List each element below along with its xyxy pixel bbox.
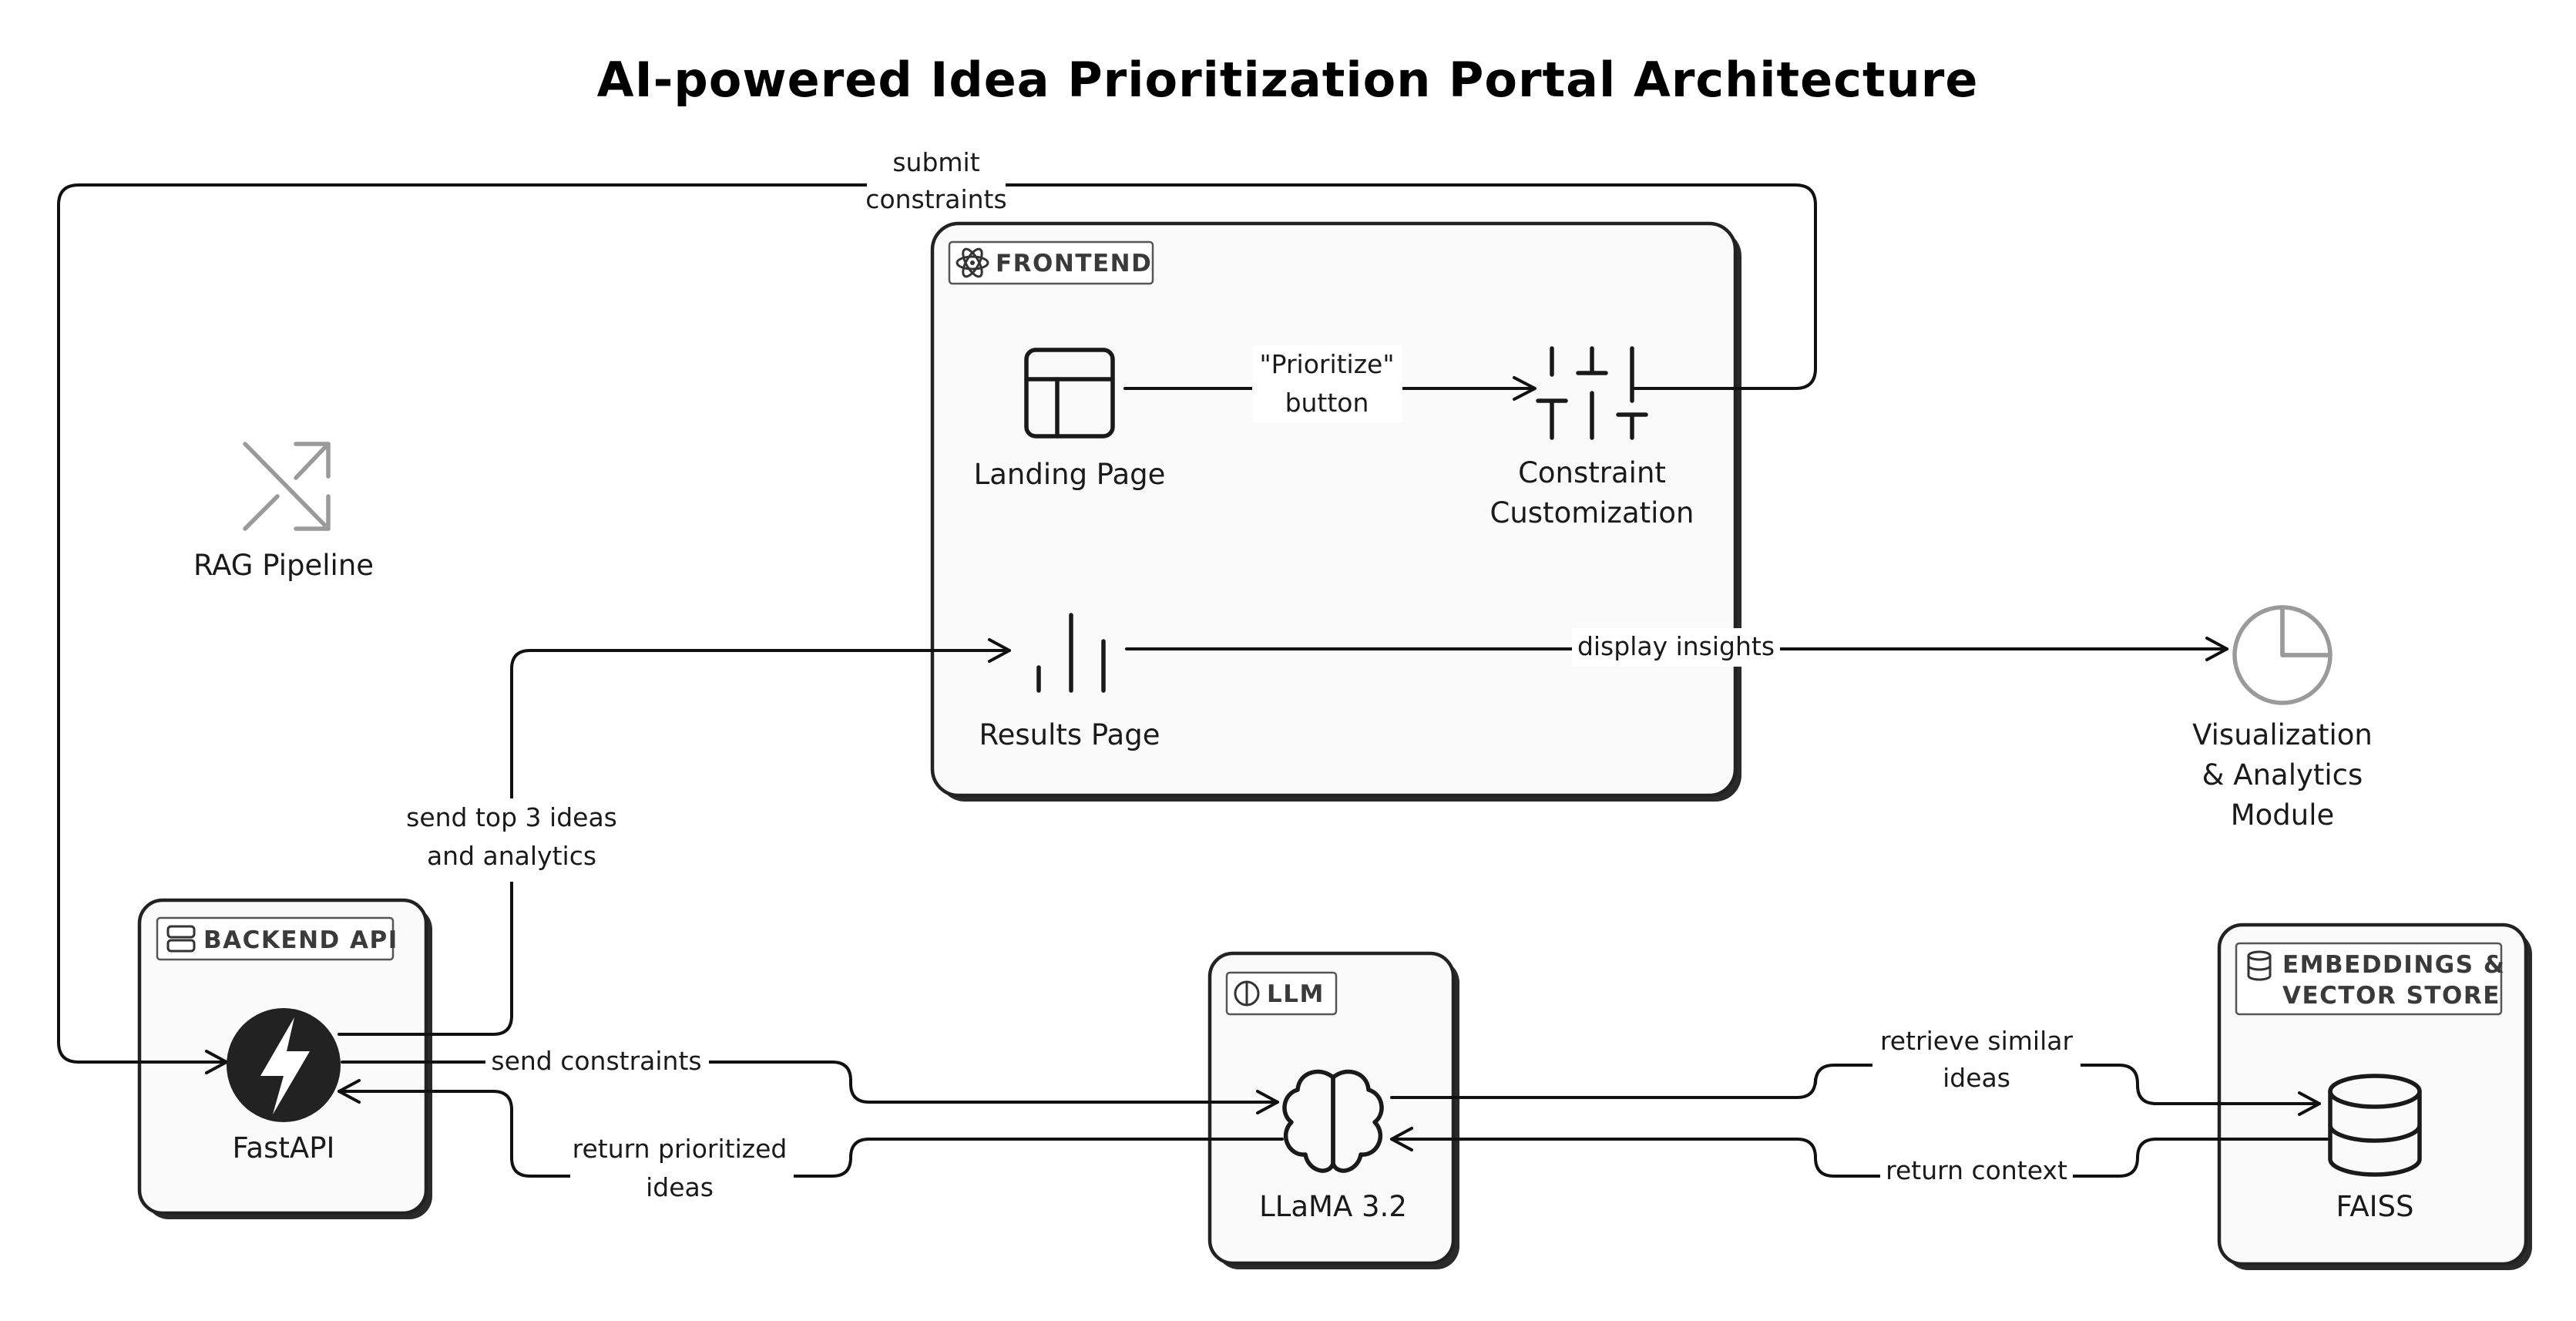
lightning-icon: [227, 1008, 341, 1122]
bar-chart-icon: [1036, 613, 1106, 693]
database-tag-icon: [2247, 950, 2272, 981]
edge-display-insights: display insights: [1125, 628, 2228, 667]
rag-pipeline-node: RAG Pipeline: [193, 442, 374, 582]
vector-store-group: EMBEDDINGS & VECTOR STORE: [2217, 923, 2532, 1270]
svg-text:display insights: display insights: [1577, 631, 1775, 661]
edge-prioritize: "Prioritize" button: [1123, 345, 1537, 422]
visualization-label-line1: Visualization: [2192, 718, 2373, 751]
edge-send-constraints: send constraints: [341, 1042, 1279, 1114]
diagram-title: AI-powered Idea Prioritization Portal Ar…: [597, 52, 1979, 108]
visualization-label-line2: & Analytics: [2202, 758, 2363, 792]
svg-text:ideas: ideas: [1943, 1063, 2010, 1093]
fastapi-node: FastAPI: [227, 1008, 341, 1165]
svg-text:and analytics: and analytics: [427, 841, 596, 871]
edge-return-context: return context: [1390, 1127, 2329, 1192]
constraint-label-line2: Customization: [1490, 496, 1694, 529]
svg-text:submit: submit: [892, 147, 979, 177]
react-icon: [956, 247, 989, 278]
visualization-node: Visualization & Analytics Module: [2192, 605, 2373, 832]
faiss-label: FAISS: [2336, 1190, 2413, 1223]
landing-page-node: Landing Page: [974, 348, 1166, 491]
frontend-group: FRONTEND: [930, 221, 1741, 802]
svg-text:constraints: constraints: [865, 184, 1006, 214]
pie-chart-icon: [2232, 605, 2333, 705]
svg-text:return context: return context: [1886, 1155, 2067, 1185]
database-icon: [2328, 1074, 2422, 1177]
results-page-node: Results Page: [979, 613, 1160, 751]
sliders-icon: [1536, 346, 1648, 440]
svg-text:ideas: ideas: [646, 1172, 714, 1202]
svg-text:retrieve similar: retrieve similar: [1880, 1026, 2074, 1056]
brain-icon: [1282, 1069, 1384, 1173]
backend-tag: BACKEND API: [203, 926, 398, 954]
faiss-node: FAISS: [2328, 1074, 2422, 1223]
constraint-label-line1: Constraint: [1518, 456, 1666, 489]
svg-text:send top 3 ideas: send top 3 ideas: [406, 802, 617, 832]
shuffle-icon: [243, 442, 331, 531]
svg-text:"Prioritize": "Prioritize": [1259, 349, 1394, 379]
edge-submit-constraints: submit constraints: [57, 143, 1817, 1074]
frontend-tag: FRONTEND: [996, 250, 1152, 277]
visualization-label-line3: Module: [2231, 798, 2335, 832]
llm-tag: LLM: [1267, 980, 1325, 1008]
svg-text:button: button: [1285, 388, 1369, 418]
edge-send-top-ideas: send top 3 ideas and analytics: [338, 638, 1011, 1036]
llama-label: LLaMA 3.2: [1259, 1190, 1407, 1223]
landing-page-label: Landing Page: [974, 458, 1166, 491]
vector-tag-line2: VECTOR STORE: [2282, 982, 2500, 1010]
results-page-label: Results Page: [979, 718, 1160, 751]
edge-return-prioritized: return prioritized ideas: [338, 1079, 1284, 1210]
fastapi-label: FastAPI: [233, 1131, 335, 1165]
layout-icon: [1024, 348, 1115, 439]
svg-text:send constraints: send constraints: [491, 1046, 701, 1076]
rag-pipeline-label: RAG Pipeline: [193, 549, 374, 582]
constraint-node: Constraint Customization: [1490, 346, 1694, 529]
edge-retrieve-similar: retrieve similar ideas: [1390, 1022, 2321, 1116]
brain-tag-icon: [1234, 980, 1260, 1007]
server-icon: [166, 925, 196, 953]
llama-node: LLaMA 3.2: [1259, 1069, 1407, 1223]
svg-text:return prioritized: return prioritized: [573, 1134, 788, 1164]
vector-tag-line1: EMBEDDINGS &: [2282, 951, 2505, 979]
